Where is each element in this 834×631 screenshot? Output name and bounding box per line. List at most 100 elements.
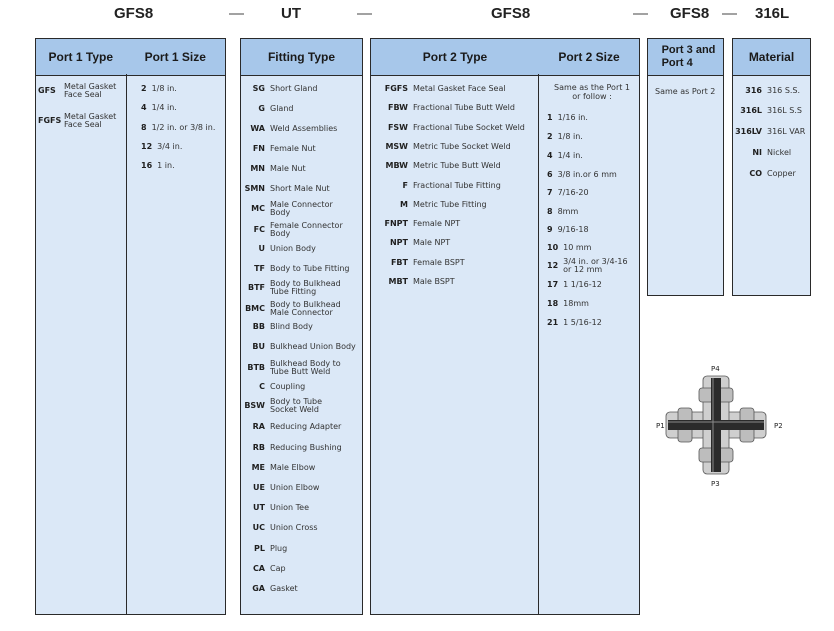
list-item: MSW Metric Tube Socket Weld: [376, 142, 511, 151]
fitting-code: BTF: [247, 283, 265, 292]
fitting-desc: Short Male Nut: [270, 184, 330, 193]
port2-type-desc: Male NPT: [413, 238, 451, 247]
port2-type-desc: Metric Tube Butt Weld: [413, 161, 501, 170]
fitting-code: MC: [251, 204, 265, 213]
port1-size-desc: 1 in.: [157, 161, 175, 170]
desc-line: Body: [270, 208, 291, 217]
desc-line: Tube Butt Weld: [270, 367, 331, 376]
port2-type-code: MBW: [385, 161, 408, 170]
fitting-desc: Cap: [270, 564, 286, 573]
fitting-code: PL: [254, 544, 265, 553]
port2-type-desc: Fractional Tube Socket Weld: [413, 123, 525, 132]
fitting-desc: Short Gland: [270, 84, 318, 93]
fitting-code: SMN: [244, 184, 265, 193]
port1-type-code: GFS: [38, 86, 56, 95]
port2-group: Port 2 Type Port 2 Size: [370, 38, 640, 615]
fitting-code: G: [258, 104, 265, 113]
list-item: FSW Fractional Tube Socket Weld: [376, 124, 525, 132]
list-item: 8 1/2 in. or 3/8 in.: [141, 124, 215, 132]
port2-type-code: FBW: [388, 103, 408, 112]
list-item: 18 18mm: [547, 300, 589, 308]
port2-type-desc: Female BSPT: [413, 258, 465, 267]
header-port2-code: GFS8: [491, 5, 531, 22]
list-item: C Coupling: [240, 383, 305, 391]
port1-type-code: FGFS: [38, 116, 62, 125]
port2-type-code: M: [400, 200, 408, 209]
list-item: GFS Metal Gasket Face Seal: [38, 83, 116, 99]
port2-type-desc: Metal Gasket Face Seal: [413, 84, 506, 93]
desc-line: Socket Weld: [270, 405, 319, 414]
list-item: 16 1 in.: [141, 162, 175, 170]
fitting-code: FN: [252, 144, 265, 153]
fitting-code: C: [259, 382, 265, 391]
port2-type-code: NPT: [389, 238, 408, 247]
fitting-code: CA: [252, 564, 265, 573]
port34-group: Port 3 and Port 4: [647, 38, 724, 296]
port2-size-desc: 9/16-18: [557, 225, 589, 234]
port2-header-row: Port 2 Type Port 2 Size: [371, 39, 639, 76]
cross-tube-vertical: [711, 378, 721, 472]
port1-size-code: 2: [141, 84, 147, 93]
desc-line: or 12 mm: [563, 265, 603, 274]
port2-size-desc: 1 5/16-12: [563, 318, 602, 327]
fitting-desc: Blind Body: [270, 322, 313, 331]
material-desc: Copper: [767, 169, 796, 178]
port2-type-code: FGFS: [384, 84, 408, 93]
fitting-code: SG: [252, 84, 265, 93]
material-code: 316L: [740, 106, 762, 115]
material-code: 316LV: [735, 127, 762, 136]
port34-title: Port 3 and Port 4: [648, 39, 723, 76]
port2-type-desc: Fractional Tube Fitting: [413, 181, 501, 190]
port2-type-desc: Metric Tube Socket Weld: [413, 142, 511, 151]
port2-size-desc: 18mm: [563, 299, 589, 308]
note-line: Same as the Port 1: [553, 83, 630, 92]
fitting-code: BU: [252, 342, 265, 351]
port1-type-title: Port 1 Type: [48, 49, 113, 64]
port2-type-code: F: [402, 181, 408, 190]
port2-size-code: 1: [547, 113, 553, 122]
port2-size-code: 6: [547, 170, 553, 179]
material-code: 316: [745, 86, 762, 95]
port2-type-desc: Female NPT: [413, 219, 461, 228]
fitting-desc: Reducing Bushing: [270, 443, 342, 452]
port2-size-desc: 8mm: [557, 207, 579, 216]
port2-size-title: Port 2 Size: [558, 49, 620, 64]
port2-type-code: FSW: [387, 123, 408, 132]
list-item: FGFS Metal Gasket Face Seal: [38, 113, 116, 129]
header-dash: —: [357, 5, 372, 22]
port34-note: Same as Port 2: [655, 87, 716, 96]
fitting-desc: Reducing Adapter: [270, 422, 342, 431]
port1-group: Port 1 Type Port 1 Size: [35, 38, 226, 615]
port2-size-desc: 1 1/16-12: [563, 280, 602, 289]
port2-size-desc: 1/8 in.: [557, 132, 583, 141]
fitting-code: MN: [250, 164, 265, 173]
list-item: CA Cap: [240, 565, 286, 573]
fitting-desc: Coupling: [270, 382, 306, 391]
header-material-code: 316L: [755, 5, 790, 22]
port2-type-code: MSW: [385, 142, 408, 151]
port2-size-code: 18: [547, 299, 559, 308]
desc-line: Male Connector: [270, 308, 333, 317]
fitting-desc: Male Nut: [270, 164, 306, 173]
port1-header-row: Port 1 Type Port 1 Size: [36, 39, 225, 76]
header-dash: —: [722, 5, 737, 22]
